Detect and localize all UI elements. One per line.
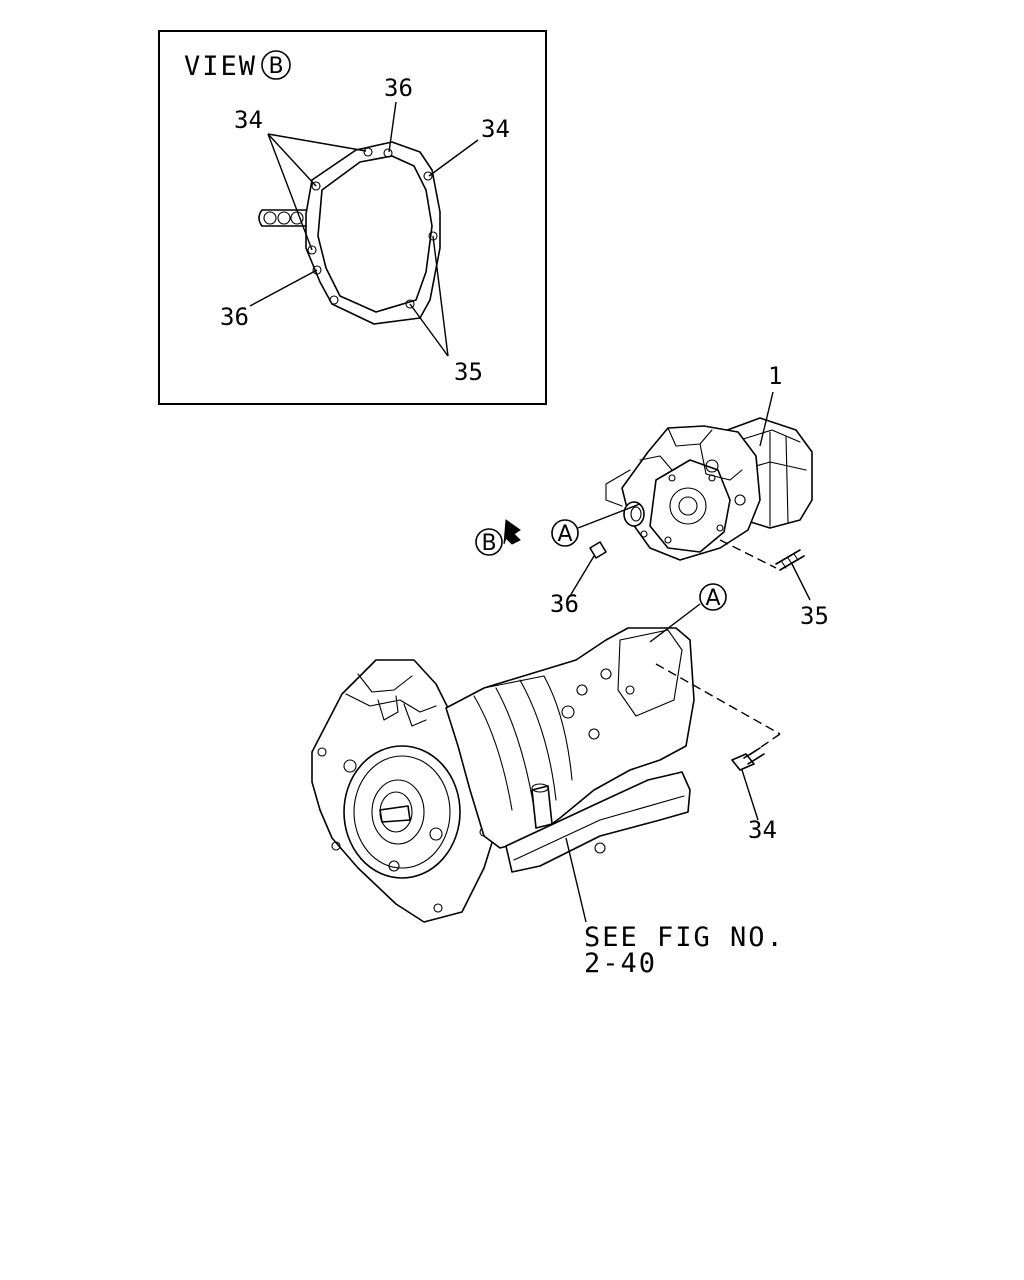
transfer-case — [605, 417, 813, 561]
view-b-inset: VIEW B — [158, 30, 547, 405]
inset-callout-35: 35 — [454, 358, 483, 386]
leader-see-fig — [565, 837, 587, 923]
callout-part-1: 1 — [768, 362, 782, 390]
gasket-drawing — [258, 141, 441, 325]
view-b-arrow: B — [475, 519, 521, 556]
svg-text:B: B — [268, 54, 283, 79]
inset-frame — [158, 30, 547, 405]
stud-bolt — [719, 539, 811, 601]
inset-callout-36-top: 36 — [384, 74, 413, 102]
inset-callout-34-left: 34 — [234, 106, 263, 134]
leader-part-1 — [759, 391, 774, 447]
transmission — [311, 627, 695, 923]
svg-text:B: B — [481, 531, 496, 556]
bolt-34 — [655, 663, 781, 821]
see-fig-line-2: 2-40 — [584, 948, 657, 979]
inset-view-marker: B — [261, 50, 291, 80]
ref-a-upper: A — [551, 503, 641, 547]
ref-a-lower: A — [649, 583, 727, 643]
inset-callout-36-left: 36 — [220, 303, 249, 331]
inset-leaders — [249, 101, 479, 357]
dowel-pin — [569, 541, 607, 597]
svg-text:A: A — [557, 522, 572, 547]
callout-stud-35: 35 — [800, 602, 829, 630]
inset-callout-34-right: 34 — [481, 115, 510, 143]
callout-bolt-34: 34 — [748, 816, 777, 844]
callout-dowel-36: 36 — [550, 590, 579, 618]
svg-text:A: A — [705, 586, 720, 611]
see-fig-line-1: SEE FIG NO. — [584, 922, 785, 953]
inset-view-label: VIEW — [184, 51, 257, 82]
